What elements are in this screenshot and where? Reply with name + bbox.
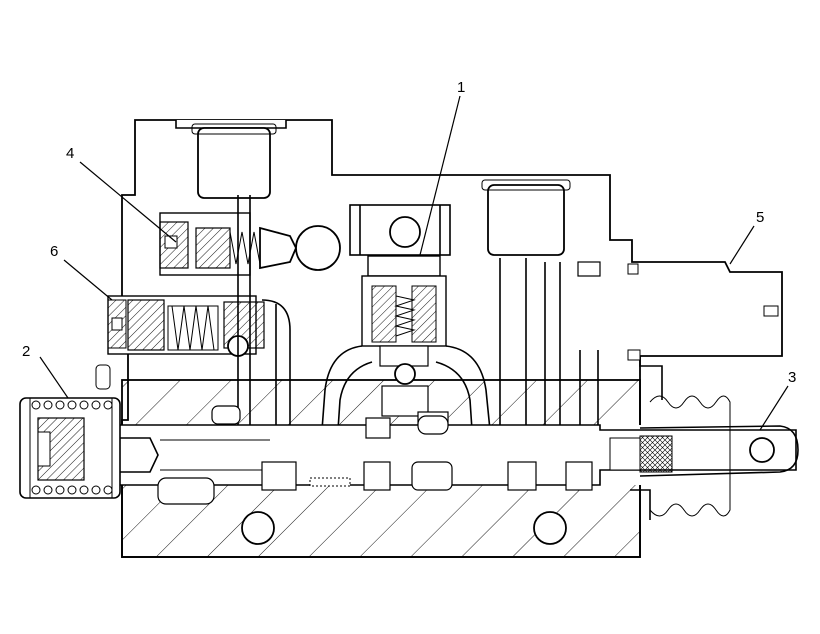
right-port-block	[577, 261, 779, 400]
internal-passages	[237, 195, 599, 430]
spool-handle-and-boot	[630, 395, 799, 520]
right-plug	[481, 178, 574, 258]
callout-2: 2	[22, 343, 30, 360]
center-plug	[349, 204, 451, 256]
spring-coils-top	[31, 400, 113, 410]
pressure-valve-assembly	[107, 295, 291, 430]
left-end-cap	[19, 364, 121, 499]
callout-3: 3	[788, 369, 796, 386]
leader-lines	[39, 95, 789, 431]
callout-labels: 1 2 3 4 5 6	[22, 79, 796, 386]
lower-ports	[241, 511, 567, 545]
relief-valve-assembly	[159, 212, 341, 276]
callout-5: 5	[756, 209, 764, 226]
upper-left-plug	[175, 120, 287, 200]
spring-coils-bottom	[31, 485, 113, 495]
callout-4: 4	[66, 145, 74, 162]
callout-6: 6	[50, 243, 58, 260]
callout-1: 1	[457, 79, 465, 96]
